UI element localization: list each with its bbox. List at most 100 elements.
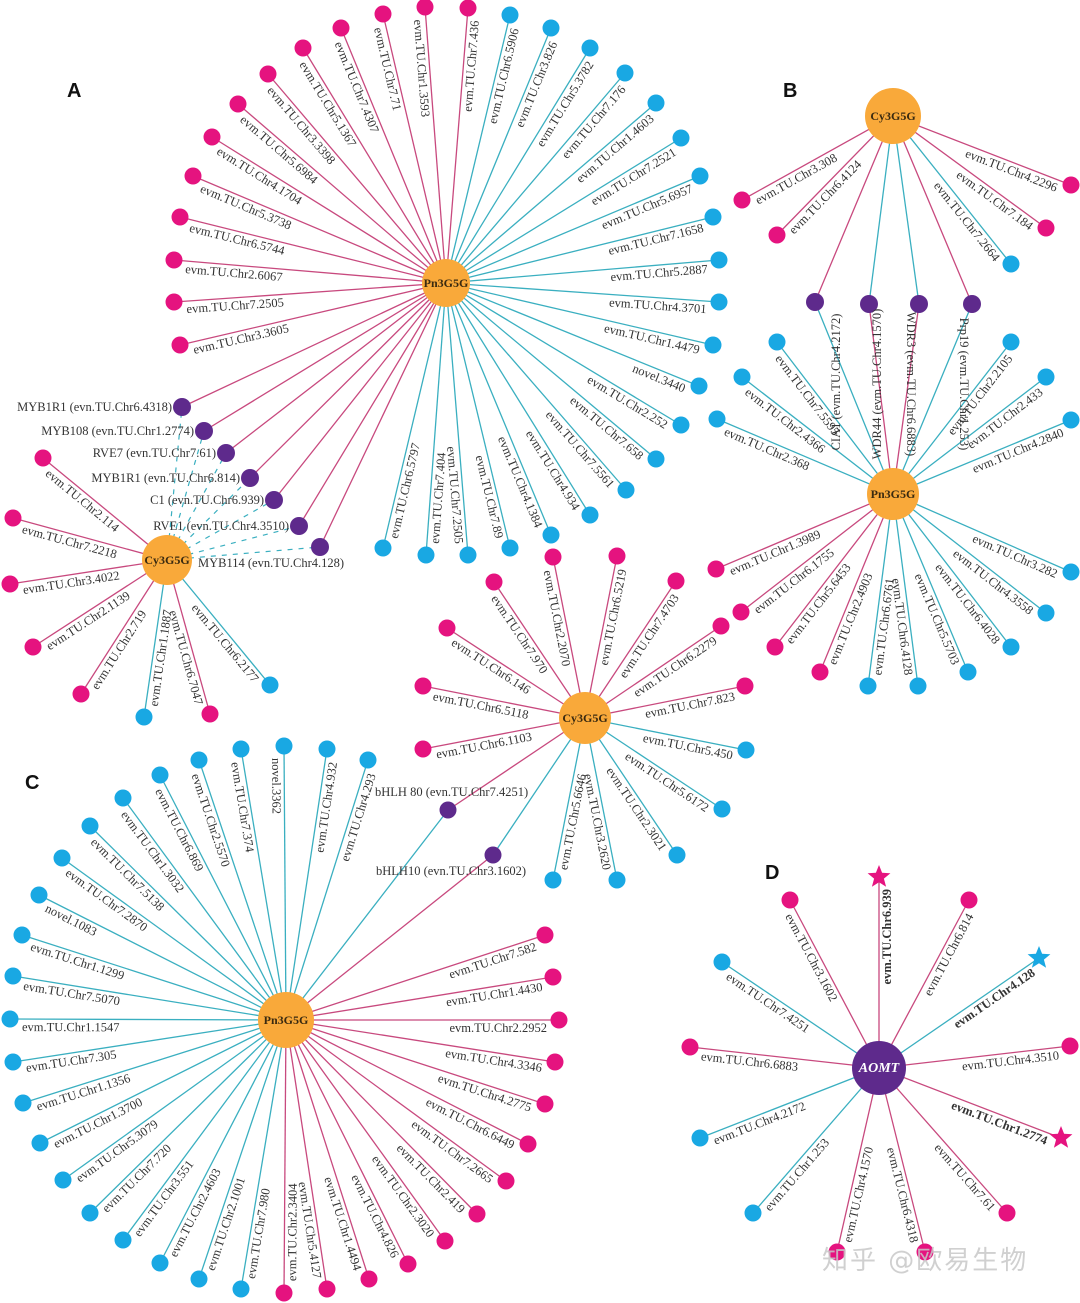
gene-node[interactable] (781, 891, 799, 909)
tf-node[interactable] (963, 295, 981, 313)
gene-node[interactable] (54, 1171, 72, 1189)
gene-node[interactable] (736, 677, 754, 695)
tf-node[interactable] (217, 444, 235, 462)
gene-node[interactable] (459, 546, 477, 564)
gene-node[interactable] (114, 789, 132, 807)
gene-node[interactable] (998, 1204, 1016, 1222)
gene-node[interactable] (24, 638, 42, 656)
gene-node[interactable] (704, 208, 722, 226)
gene-node[interactable] (151, 1254, 169, 1272)
gene-node[interactable] (501, 539, 519, 557)
gene-node[interactable] (259, 65, 277, 83)
gene-node[interactable] (691, 1129, 709, 1147)
gene-node[interactable] (672, 129, 690, 147)
gene-node[interactable] (165, 293, 183, 311)
gene-node[interactable] (704, 336, 722, 354)
gene-node[interactable] (114, 1231, 132, 1249)
gene-node[interactable] (737, 741, 755, 759)
gene-node[interactable] (733, 191, 751, 209)
hub-node[interactable] (142, 535, 192, 585)
gene-node[interactable] (190, 751, 208, 769)
gene-node[interactable] (1037, 219, 1055, 237)
star-node-icon[interactable] (1027, 946, 1051, 968)
tf-node[interactable] (910, 295, 928, 313)
gene-node[interactable] (374, 5, 392, 23)
gene-node[interactable] (485, 573, 503, 591)
star-node-icon[interactable] (867, 865, 891, 887)
gene-node[interactable] (546, 1053, 564, 1071)
tf-node[interactable] (860, 295, 878, 313)
gene-node[interactable] (417, 546, 435, 564)
gene-node[interactable] (691, 167, 709, 185)
gene-node[interactable] (497, 1172, 515, 1190)
gene-node[interactable] (1002, 638, 1020, 656)
gene-node[interactable] (733, 368, 751, 386)
gene-node[interactable] (201, 705, 219, 723)
hub-node[interactable] (865, 88, 921, 144)
gene-node[interactable] (468, 1205, 486, 1223)
gene-node[interactable] (960, 891, 978, 909)
gene-node[interactable] (332, 19, 350, 37)
gene-node[interactable] (165, 251, 183, 269)
gene-node[interactable] (261, 676, 279, 694)
gene-node[interactable] (275, 1284, 293, 1302)
gene-node[interactable] (859, 677, 877, 695)
gene-node[interactable] (768, 226, 786, 244)
gene-node[interactable] (294, 39, 312, 57)
gene-node[interactable] (359, 751, 377, 769)
gene-node[interactable] (184, 167, 202, 185)
gene-node[interactable] (1037, 604, 1055, 622)
gene-node[interactable] (647, 450, 665, 468)
gene-node[interactable] (4, 967, 22, 985)
hub-node[interactable] (852, 1041, 906, 1095)
gene-node[interactable] (72, 685, 90, 703)
gene-node[interactable] (959, 663, 977, 681)
tf-node[interactable] (311, 538, 329, 556)
gene-node[interactable] (53, 849, 71, 867)
gene-node[interactable] (710, 293, 728, 311)
gene-node[interactable] (1037, 368, 1055, 386)
gene-node[interactable] (171, 336, 189, 354)
gene-node[interactable] (647, 94, 665, 112)
gene-node[interactable] (536, 1095, 554, 1113)
hub-node[interactable] (559, 692, 611, 744)
gene-node[interactable] (909, 677, 927, 695)
gene-node[interactable] (232, 1280, 250, 1298)
gene-node[interactable] (436, 1232, 454, 1250)
gene-node[interactable] (81, 1204, 99, 1222)
gene-node[interactable] (616, 64, 634, 82)
gene-node[interactable] (713, 800, 731, 818)
gene-node[interactable] (732, 603, 750, 621)
gene-node[interactable] (519, 1135, 537, 1153)
gene-node[interactable] (1002, 255, 1020, 273)
gene-node[interactable] (681, 1038, 699, 1056)
gene-node[interactable] (544, 548, 562, 566)
gene-node[interactable] (1, 1010, 19, 1028)
tf-node[interactable] (173, 398, 191, 416)
gene-node[interactable] (4, 509, 22, 527)
tf-node[interactable] (439, 801, 457, 819)
gene-node[interactable] (811, 663, 829, 681)
gene-node[interactable] (581, 506, 599, 524)
gene-node[interactable] (581, 39, 599, 57)
gene-node[interactable] (416, 0, 434, 16)
gene-node[interactable] (360, 1270, 378, 1288)
gene-node[interactable] (1062, 176, 1080, 194)
gene-node[interactable] (30, 886, 48, 904)
gene-node[interactable] (708, 410, 726, 428)
tf-node[interactable] (290, 517, 308, 535)
gene-node[interactable] (667, 572, 685, 590)
gene-node[interactable] (4, 1053, 22, 1071)
star-node-icon[interactable] (1049, 1126, 1073, 1148)
gene-node[interactable] (544, 871, 562, 889)
gene-node[interactable] (31, 1134, 49, 1152)
tf-node[interactable] (484, 846, 502, 864)
gene-node[interactable] (438, 619, 456, 637)
gene-node[interactable] (916, 1243, 934, 1261)
gene-node[interactable] (13, 926, 31, 944)
gene-node[interactable] (1002, 333, 1020, 351)
gene-node[interactable] (1062, 563, 1080, 581)
gene-node[interactable] (617, 481, 635, 499)
gene-node[interactable] (459, 0, 477, 17)
gene-node[interactable] (229, 95, 247, 113)
